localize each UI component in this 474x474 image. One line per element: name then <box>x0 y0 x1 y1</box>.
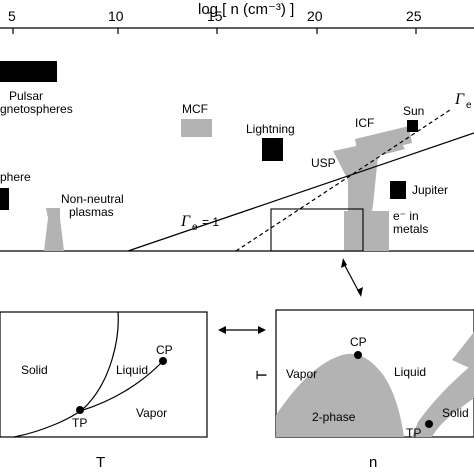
left-cp-point <box>159 357 167 365</box>
left-solid-label: Solid <box>21 363 48 377</box>
solid-liquid-band-top <box>452 332 474 370</box>
gamma-e-1-symbol: Γ <box>181 213 191 230</box>
right-xlabel: n <box>369 454 378 471</box>
gamma-e-1-line <box>127 132 474 252</box>
mcf-region <box>181 119 212 137</box>
mcf-label: MCF <box>182 102 208 116</box>
pulsar-label-line2: gnetospheres <box>0 102 73 116</box>
sun-region <box>407 120 418 132</box>
gamma-e-1-equals: = 1 <box>202 215 220 229</box>
gamma-e-1-subscript: e <box>192 222 198 233</box>
two-phase-region <box>276 353 404 437</box>
tick-label-25: 25 <box>406 8 422 24</box>
left-liquid-label: Liquid <box>116 363 149 377</box>
pulsar-region <box>0 61 57 82</box>
right-liquid-label: Liquid <box>394 365 427 379</box>
non-neutral-plasmas-region <box>44 208 64 251</box>
right-tp-label: TP <box>406 426 422 440</box>
non-neutral-label-line2: plasmas <box>69 205 114 219</box>
right-cp-point <box>354 351 362 359</box>
icf-label: ICF <box>355 116 375 130</box>
vapor-pressure-curve <box>79 360 164 412</box>
jupiter-region <box>390 181 406 199</box>
tick-label-20: 20 <box>307 8 323 24</box>
electrons-label-line1: e⁻ in <box>393 209 419 223</box>
top-axis-ticks <box>12 28 417 34</box>
tick-label-10: 10 <box>108 8 124 24</box>
tick-label-5: 5 <box>8 8 16 24</box>
left-vapor-label: Vapor <box>136 406 168 420</box>
melting-curve <box>13 311 119 438</box>
horizontal-double-arrow <box>218 326 266 334</box>
left-tp-label: TP <box>72 416 88 430</box>
right-vapor-label: Vapor <box>286 367 318 381</box>
right-ylabel: T <box>253 370 271 380</box>
pulsar-label-line1: Pulsar <box>9 89 44 103</box>
ionosphere-region <box>0 188 9 210</box>
gamma-e-dashed-line <box>235 109 451 252</box>
left-panel-frame <box>0 311 208 438</box>
non-neutral-label-line1: Non-neutral <box>61 192 124 206</box>
left-tp-point <box>76 406 84 414</box>
sun-label: Sun <box>403 104 425 118</box>
gamma-e-dashed-symbol: Γ <box>455 91 465 108</box>
axis-title: log [ n (cm⁻³) ] <box>198 1 295 18</box>
jupiter-label: Jupiter <box>412 183 449 197</box>
tick-label-15: 15 <box>207 8 223 24</box>
electrons-label-line2: metals <box>393 222 429 236</box>
right-cp-label: CP <box>350 335 367 349</box>
vertical-double-arrow <box>341 258 363 297</box>
electrons-in-metals-region <box>344 211 389 251</box>
usp-label: USP <box>311 156 336 170</box>
lightning-region <box>262 138 283 161</box>
right-solid-label: Solid <box>442 406 469 420</box>
solid-liquid-band-right <box>412 363 474 437</box>
sphere-label: phere <box>0 170 31 184</box>
right-tp-point <box>425 420 433 428</box>
zoom-box <box>270 208 364 252</box>
right-two-phase-label: 2-phase <box>312 410 356 424</box>
lightning-label: Lightning <box>246 122 295 136</box>
gamma-e-dashed-subscript: e <box>466 100 472 111</box>
left-xlabel: T <box>96 454 106 471</box>
left-cp-label: CP <box>156 343 173 357</box>
